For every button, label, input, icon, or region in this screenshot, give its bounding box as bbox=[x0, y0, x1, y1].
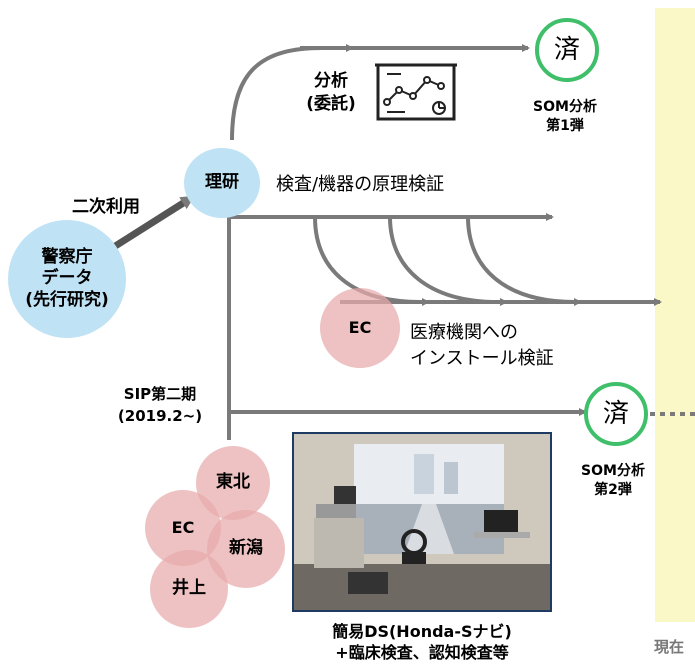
done-mark-2: 済 bbox=[584, 382, 648, 446]
install-line-2: インストール検証 bbox=[410, 348, 554, 370]
police-line-1: 警察庁 bbox=[41, 247, 93, 268]
curve-ec-2 bbox=[388, 216, 499, 304]
police-line-2: データ bbox=[41, 268, 93, 289]
done-mark-1: 済 bbox=[535, 18, 599, 82]
secondary-use-label: 二次利用 bbox=[72, 197, 140, 217]
analysis-line-1: 分析 bbox=[314, 71, 348, 91]
analysis-label: 分析 (委託) bbox=[296, 70, 366, 116]
curve-ec-3 bbox=[466, 216, 576, 304]
current-label: 現在 bbox=[654, 638, 685, 656]
analysis-line-2: (委託) bbox=[306, 93, 356, 114]
ds-line-1: 簡易DS(Honda-Sナビ) bbox=[332, 622, 512, 641]
police-line-3: (先行研究) bbox=[25, 289, 109, 310]
chart-board-icon bbox=[375, 62, 457, 124]
police-data-node: 警察庁 データ (先行研究) bbox=[8, 220, 126, 338]
som1-label: SOM分析 第1弾 bbox=[520, 98, 610, 136]
sip-line-1: SIP第二期 bbox=[123, 385, 197, 403]
inoue-node: 井上 bbox=[150, 550, 228, 628]
install-verification-label: 医療機関への インストール検証 bbox=[410, 320, 554, 372]
ds-line-2: +臨床検査、認知検査等 bbox=[335, 642, 509, 662]
som2-label: SOM分析 第2弾 bbox=[568, 462, 658, 500]
install-line-1: 医療機関への bbox=[410, 322, 518, 343]
sip-label: SIP第二期 (2019.2~) bbox=[100, 384, 220, 428]
som1-line-2: 第1弾 bbox=[546, 117, 584, 134]
driving-simulator-photo bbox=[292, 432, 552, 612]
sip-line-2: (2019.2~) bbox=[117, 406, 203, 425]
som2-line-2: 第2弾 bbox=[594, 481, 632, 498]
som1-line-1: SOM分析 bbox=[533, 99, 597, 115]
som2-line-1: SOM分析 bbox=[581, 463, 645, 479]
principle-verification-label: 検査/機器の原理検証 bbox=[276, 174, 445, 195]
riken-node: 理研 bbox=[184, 148, 260, 218]
current-timeline-bar bbox=[655, 8, 695, 622]
ec-node-mid: EC bbox=[320, 288, 400, 368]
driving-simulator-caption: 簡易DS(Honda-Sナビ) +臨床検査、認知検査等 bbox=[282, 622, 562, 664]
